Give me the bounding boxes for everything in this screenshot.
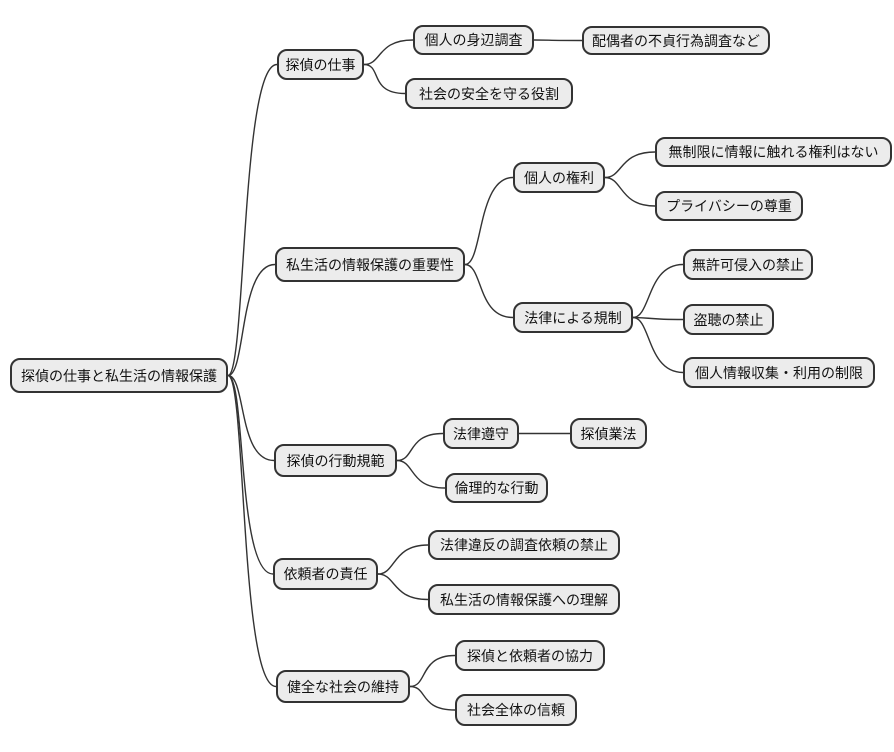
edge-b3-b3c2 (396, 459, 446, 489)
mindmap-node-b2c2c2: 盗聴の禁止 (683, 304, 774, 335)
edge-b2c1-b2c1c1 (604, 151, 656, 179)
mindmap-node-b3c1c1: 探偵業法 (570, 418, 647, 449)
mindmap-node-b2c2c1: 無許可侵入の禁止 (683, 249, 813, 280)
edge-b1-b1c2 (363, 63, 406, 95)
mindmap-node-root: 探偵の仕事と私生活の情報保護 (10, 358, 228, 393)
mindmap-node-b5c2: 社会全体の信頼 (455, 694, 577, 726)
edge-b5-b5c2 (409, 685, 456, 711)
mindmap-node-b3c1: 法律遵守 (443, 418, 519, 449)
mindmap-node-b5c1: 探偵と依頼者の協力 (455, 640, 605, 671)
edge-b2c2-b2c2c2 (632, 316, 684, 321)
edge-b3-b3c1 (396, 432, 444, 462)
edge-root-b4 (227, 374, 274, 575)
mindmap-node-b3c2: 倫理的な行動 (445, 473, 548, 503)
mindmap-node-b1c2: 社会の安全を守る役割 (405, 78, 573, 109)
edge-root-b5 (227, 374, 277, 688)
edge-b2-b2c1 (464, 176, 514, 266)
mindmap-node-b4c1: 法律違反の調査依頼の禁止 (428, 530, 620, 560)
edge-b1-b1c1 (363, 39, 414, 66)
edge-root-b3 (227, 374, 275, 462)
mindmap-node-b3: 探偵の行動規範 (274, 444, 397, 477)
mindmap-node-b1c1: 個人の身辺調査 (413, 25, 534, 55)
mindmap-node-b4: 依頼者の責任 (273, 558, 378, 590)
mindmap-node-b2c2c3: 個人情報収集・利用の制限 (683, 357, 875, 388)
edge-root-b1 (227, 63, 278, 377)
mindmap-node-b2c1: 個人の権利 (513, 162, 605, 193)
edge-b2c2-b2c2c1 (632, 263, 684, 319)
mindmap-node-b2c2: 法律による規制 (513, 302, 633, 333)
mindmap-node-b4c2: 私生活の情報保護への理解 (428, 584, 620, 615)
mindmap-node-b2c1c2: プライバシーの尊重 (655, 191, 803, 221)
edge-b1c1-b1c1c1 (533, 39, 583, 42)
edge-b4-b4c2 (377, 573, 429, 601)
mindmap-node-b1: 探偵の仕事 (277, 49, 364, 80)
edge-b4-b4c1 (377, 544, 429, 575)
mindmap-node-b2: 私生活の情報保護の重要性 (275, 247, 465, 282)
edge-b2-b2c2 (464, 263, 514, 319)
edge-b5-b5c1 (409, 654, 456, 688)
mindmap-node-b1c1c1: 配偶者の不貞行為調査など (582, 26, 770, 55)
edge-b2c2-b2c2c3 (632, 316, 684, 374)
mindmap-node-b5: 健全な社会の維持 (276, 670, 410, 703)
mindmap-node-b2c1c1: 無制限に情報に触れる権利はない (655, 137, 892, 167)
edge-b2c1-b2c1c2 (604, 176, 656, 207)
edge-root-b2 (227, 263, 276, 377)
